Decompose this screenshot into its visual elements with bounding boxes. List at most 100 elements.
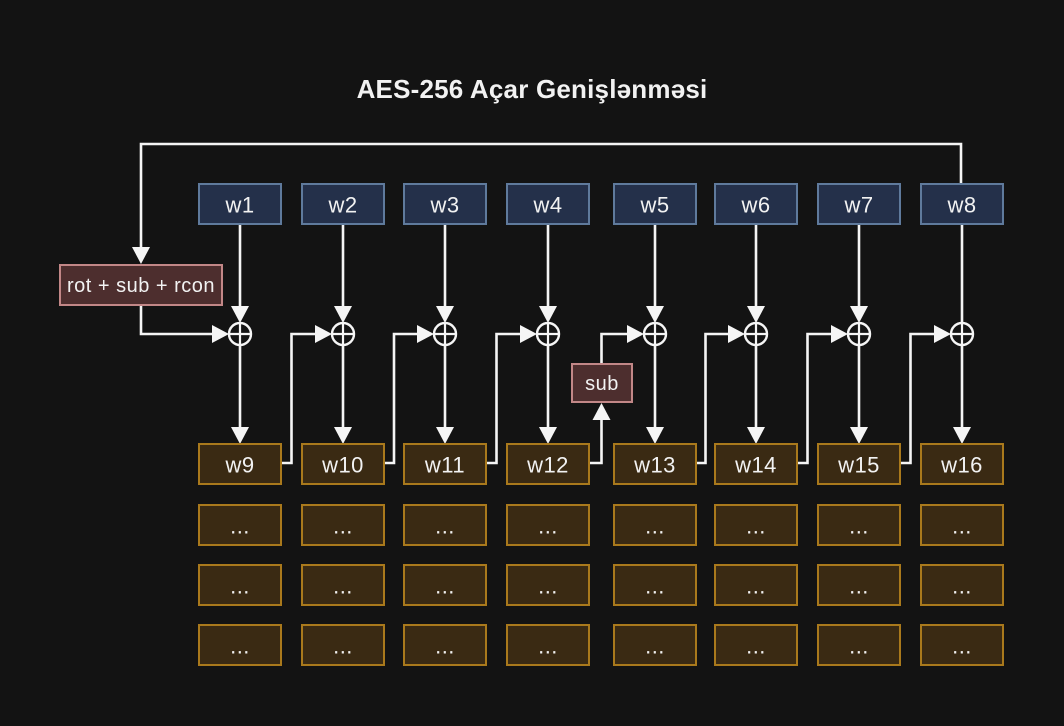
- node-w11-box: [403, 443, 487, 485]
- edge-w5-to-xor-arrowhead: [646, 306, 664, 323]
- node-dots-r3-c1-box: [198, 624, 282, 666]
- node-w15-box: [817, 443, 901, 485]
- edge-w1-to-xor-arrowhead: [231, 306, 249, 323]
- node-dots-r3-c5-box: [613, 624, 697, 666]
- node-dots-r1-c7-label: ...: [849, 514, 869, 539]
- node-w5-label: w5: [639, 193, 669, 218]
- node-dots-r3-c6-label: ...: [746, 634, 766, 659]
- edge-xor-to-w16-arrowhead: [953, 427, 971, 444]
- node-dots-r1-c4-label: ...: [538, 514, 558, 539]
- node-w6-label: w6: [740, 193, 770, 218]
- edge-chain-w12-to-xor5-out-of-sub-arrowhead: [627, 325, 644, 343]
- node-dots-r3-c8-box: [920, 624, 1004, 666]
- edge-w3-to-xor-arrowhead: [436, 306, 454, 323]
- node-dots-r2-c4-label: ...: [538, 574, 558, 599]
- edge-chain-w15-to-xor8-arrowhead: [934, 325, 951, 343]
- node-dots-r2-c3-label: ...: [435, 574, 455, 599]
- transform-rot-sub-rcon-box: [59, 264, 223, 306]
- edge-chain-w13-to-xor6-arrowhead: [728, 325, 745, 343]
- node-w12-label: w12: [526, 453, 569, 478]
- node-dots-r2-c5-box: [613, 564, 697, 606]
- edge-chain-w11-to-xor4-arrowhead: [520, 325, 537, 343]
- node-w6-box: [714, 183, 798, 225]
- edge-chain-w13-to-xor6: [696, 332, 728, 465]
- node-dots-r3-c3-box: [403, 624, 487, 666]
- node-dots-r2-c3-box: [403, 564, 487, 606]
- node-dots-r1-c8-box: [920, 504, 1004, 546]
- edge-xor-to-w15-arrowhead: [850, 427, 868, 444]
- node-w9-box: [198, 443, 282, 485]
- node-dots-r3-c2-box: [301, 624, 385, 666]
- node-w2-box: [301, 183, 385, 225]
- node-w9-label: w9: [224, 453, 254, 478]
- edge-chain-w12-to-xor5-out-of-sub: [600, 332, 627, 364]
- node-w15-label: w15: [837, 453, 880, 478]
- edge-chain-w10-to-xor3-arrowhead: [417, 325, 434, 343]
- node-w10-box: [301, 443, 385, 485]
- edge-chain-w14-to-xor7: [797, 332, 831, 465]
- edge-w4-to-xor-arrowhead: [539, 306, 557, 323]
- node-w3-box: [403, 183, 487, 225]
- node-w14-box: [714, 443, 798, 485]
- edge-chain-w14-to-xor7-arrowhead: [831, 325, 848, 343]
- node-dots-r3-c7-box: [817, 624, 901, 666]
- node-dots-r2-c2-label: ...: [333, 574, 353, 599]
- diagram-title: AES-256 Açar Genişlənməsi: [356, 74, 708, 104]
- transform-sub-box: [571, 363, 633, 403]
- node-w1-box: [198, 183, 282, 225]
- node-w13-box: [613, 443, 697, 485]
- node-dots-r3-c4-label: ...: [538, 634, 558, 659]
- node-dots-r1-c6-box: [714, 504, 798, 546]
- node-w7-label: w7: [843, 193, 873, 218]
- node-dots-r1-c3-label: ...: [435, 514, 455, 539]
- edge-w7-to-xor-arrowhead: [850, 306, 868, 323]
- node-dots-r1-c4-box: [506, 504, 590, 546]
- node-dots-r1-c3-box: [403, 504, 487, 546]
- node-w8-box: [920, 183, 1004, 225]
- node-dots-r3-c3-label: ...: [435, 634, 455, 659]
- node-dots-r2-c5-label: ...: [645, 574, 665, 599]
- node-dots-r2-c2-box: [301, 564, 385, 606]
- node-dots-r1-c7-box: [817, 504, 901, 546]
- node-w4-label: w4: [532, 193, 562, 218]
- node-dots-r2-c8-label: ...: [952, 574, 972, 599]
- node-w3-label: w3: [429, 193, 459, 218]
- node-dots-r1-c5-label: ...: [645, 514, 665, 539]
- edge-chain-w11-to-xor4: [486, 332, 520, 465]
- edge-chain-w12-to-xor5-into-sub: [589, 420, 603, 465]
- node-w14-label: w14: [734, 453, 777, 478]
- node-dots-r1-c5-box: [613, 504, 697, 546]
- node-dots-r3-c7-label: ...: [849, 634, 869, 659]
- transform-rot-sub-rcon-label: rot + sub + rcon: [67, 275, 215, 297]
- node-w8-label: w8: [946, 193, 976, 218]
- edge-xor-to-w10-arrowhead: [334, 427, 352, 444]
- node-dots-r3-c8-label: ...: [952, 634, 972, 659]
- node-dots-r1-c1-label: ...: [230, 514, 250, 539]
- node-dots-r1-c2-label: ...: [333, 514, 353, 539]
- node-w16-box: [920, 443, 1004, 485]
- edge-chain-w12-to-xor5-into-sub-arrowhead: [592, 403, 611, 420]
- node-w12-box: [506, 443, 590, 485]
- edge-xor-to-w13-arrowhead: [646, 427, 664, 444]
- node-w11-label: w11: [424, 453, 465, 478]
- node-dots-r3-c2-label: ...: [333, 634, 353, 659]
- node-dots-r3-c6-box: [714, 624, 798, 666]
- node-dots-r2-c7-box: [817, 564, 901, 606]
- edge-xor-to-w9-arrowhead: [231, 427, 249, 444]
- node-dots-r1-c6-label: ...: [746, 514, 766, 539]
- node-dots-r2-c6-box: [714, 564, 798, 606]
- edge-chain-w15-to-xor8: [900, 332, 934, 465]
- node-dots-r3-c4-box: [506, 624, 590, 666]
- edge-w6-to-xor-arrowhead: [747, 306, 765, 323]
- edge-feedback-w8-to-transform-arrowhead: [132, 247, 150, 264]
- edge-xor-to-w11-arrowhead: [436, 427, 454, 444]
- edge-chain-w10-to-xor3: [384, 332, 417, 465]
- node-w10-label: w10: [321, 453, 364, 478]
- edge-transform-to-xor1-arrowhead: [212, 325, 229, 343]
- node-w7-box: [817, 183, 901, 225]
- node-dots-r2-c4-box: [506, 564, 590, 606]
- edge-transform-to-xor1: [139, 305, 212, 336]
- node-dots-r1-c8-label: ...: [952, 514, 972, 539]
